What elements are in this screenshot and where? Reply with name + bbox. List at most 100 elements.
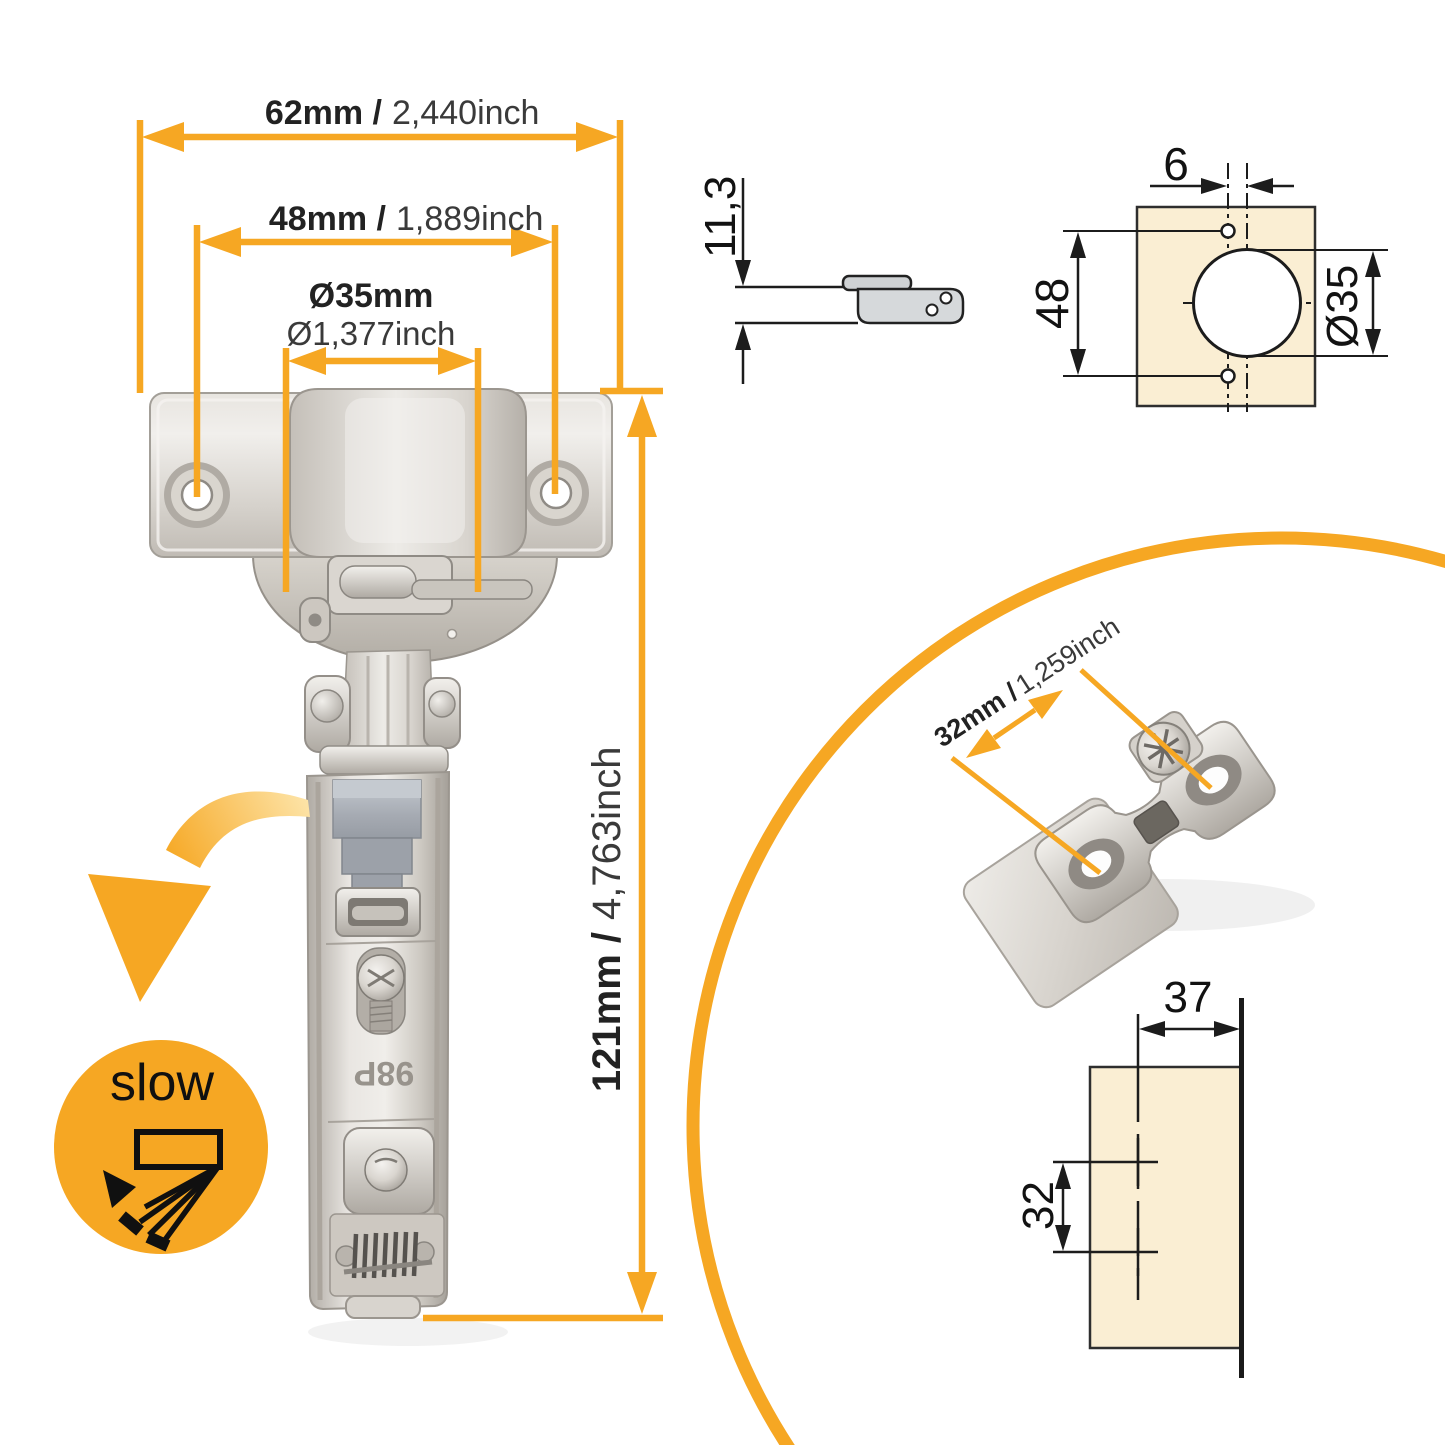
damper-top-face: [333, 780, 421, 798]
screw-texture: [374, 1157, 398, 1164]
arrowhead-up-icon: [735, 324, 751, 350]
plate-window: [1133, 800, 1180, 845]
arrowhead-icon: [1028, 690, 1063, 719]
badge-label: slow: [110, 1054, 214, 1112]
bracket-pin: [352, 906, 404, 920]
hinge-shadow: [308, 1318, 508, 1346]
dim-62mm-metric: 62mm /: [265, 94, 383, 132]
door-icon: [134, 1129, 223, 1170]
dim-6-label: 6: [1163, 138, 1189, 190]
arm-seam: [327, 1118, 435, 1123]
dim-35-label: Ø35: [1318, 265, 1367, 348]
drill-template-top: 6 48 Ø35: [1026, 138, 1388, 412]
profile-body: [856, 287, 965, 325]
rivet-icon: [446, 628, 458, 640]
dim-35mm-lines: [282, 348, 482, 592]
dim-48mm-lines: [193, 225, 559, 497]
dim-121mm-imperial: 4,763inch: [585, 747, 629, 920]
arm-end-tab: [345, 1295, 421, 1319]
dim-62mm-lines: [136, 120, 624, 393]
knuckle-right: [428, 690, 456, 718]
screw-thread: [369, 1012, 393, 1016]
profile-hole: [925, 303, 939, 317]
spring-rod: [343, 1259, 433, 1275]
mounting-screw-icon: [364, 1148, 408, 1192]
profile-hole: [939, 291, 953, 305]
dim-35mm-imperial: Ø1,377inch: [287, 315, 456, 352]
arrowhead-left-icon: [1139, 1021, 1165, 1037]
drill-cross-icon: [1053, 1138, 1158, 1276]
side-profile-lines: [735, 178, 858, 384]
dim-62mm-imperial: 2,440inch: [392, 94, 539, 132]
screw-hole: [1220, 223, 1236, 239]
screw-thread: [369, 1019, 393, 1023]
dim-35mm-metric: Ø35mm: [309, 277, 434, 315]
dim-32mm-witness: [950, 668, 1213, 875]
cup-highlight: [345, 398, 465, 543]
dim-48-label: 48: [1026, 278, 1078, 329]
plate-hole: [1081, 850, 1112, 878]
arrowhead-up-icon: [1365, 251, 1381, 277]
dim-32-label: 32: [1014, 1181, 1063, 1230]
dim-35-witness: [1249, 249, 1388, 357]
pivot-pin-long: [411, 579, 533, 600]
arrowhead-icon: [966, 729, 1001, 758]
screw-slot-line: [367, 968, 395, 988]
dim-48-witness: [1063, 230, 1221, 377]
hinge-photo: 98P: [149, 388, 613, 1346]
swoosh-tail: [166, 791, 310, 868]
arrowhead-up-icon: [627, 395, 657, 437]
dim-121mm-metric: 121mm /: [585, 932, 629, 1092]
damper-lower: [341, 837, 413, 875]
hinge-model-stamp: 98P: [354, 1054, 415, 1092]
arrowhead-down-icon: [627, 1272, 657, 1314]
dim-121mm-lines: [423, 387, 663, 1322]
arrowhead-down-icon: [735, 260, 751, 286]
cross-pin: [319, 745, 449, 775]
panel: [1088, 1065, 1243, 1350]
dim-32mm-line: [992, 707, 1037, 741]
badge-circle: [54, 1040, 268, 1254]
arrowhead-right-icon: [511, 227, 553, 257]
decorative-arc: [686, 531, 1445, 1445]
dashed-arrow-head-icon: [103, 1170, 136, 1208]
dashed-arrow-tail-icon: [118, 1211, 171, 1252]
mounting-plate-photo: 32mm / 1,259inch: [929, 611, 1315, 1009]
closing-fan-icon: [138, 1164, 221, 1246]
arrowhead-down-icon: [1365, 329, 1381, 355]
arrowhead-left-icon: [288, 347, 326, 375]
screw-thread: [369, 1005, 393, 1009]
arrowhead-right-icon: [1201, 178, 1227, 194]
screw-hole: [1220, 368, 1236, 384]
dim-48mm-imperial: 1,889inch: [396, 200, 543, 238]
arrowhead-right-icon: [1214, 1021, 1240, 1037]
arrowhead-up-icon: [1070, 232, 1086, 258]
swoosh-arrowhead-icon: [88, 874, 211, 1002]
side-profile-drawing: 11,3: [696, 176, 965, 384]
arrowhead-down-icon: [1070, 349, 1086, 375]
arm-seam: [325, 940, 437, 945]
arm-rail-left: [315, 781, 323, 1301]
dim-32mm-metric: 32mm /: [929, 677, 1024, 753]
drill-template-bottom: 37 32: [1014, 973, 1244, 1378]
damper-foot: [351, 873, 403, 889]
dim-48mm-metric: 48mm /: [269, 200, 387, 238]
dim-37-label: 37: [1164, 973, 1213, 1022]
arrowhead-down-icon: [1055, 1225, 1071, 1251]
arrowhead-left-icon: [142, 122, 184, 152]
arm-rail-right: [433, 777, 441, 1299]
pivot-ear-hole: [308, 613, 322, 627]
arrowhead-left-icon: [199, 227, 241, 257]
arrowhead-up-icon: [1055, 1163, 1071, 1189]
dim-32mm-imperial: 1,259inch: [1010, 611, 1125, 700]
soft-close-callout: [88, 791, 310, 1002]
arrowhead-right-icon: [438, 347, 476, 375]
side-profile-thickness: 11,3: [696, 176, 745, 258]
arrowhead-right-icon: [576, 122, 618, 152]
arrowhead-left-icon: [1247, 178, 1273, 194]
knuckle-left: [310, 689, 344, 723]
cup-hole: [1192, 248, 1302, 358]
slow-badge: slow: [54, 1040, 268, 1254]
pivot-pin: [339, 565, 417, 599]
